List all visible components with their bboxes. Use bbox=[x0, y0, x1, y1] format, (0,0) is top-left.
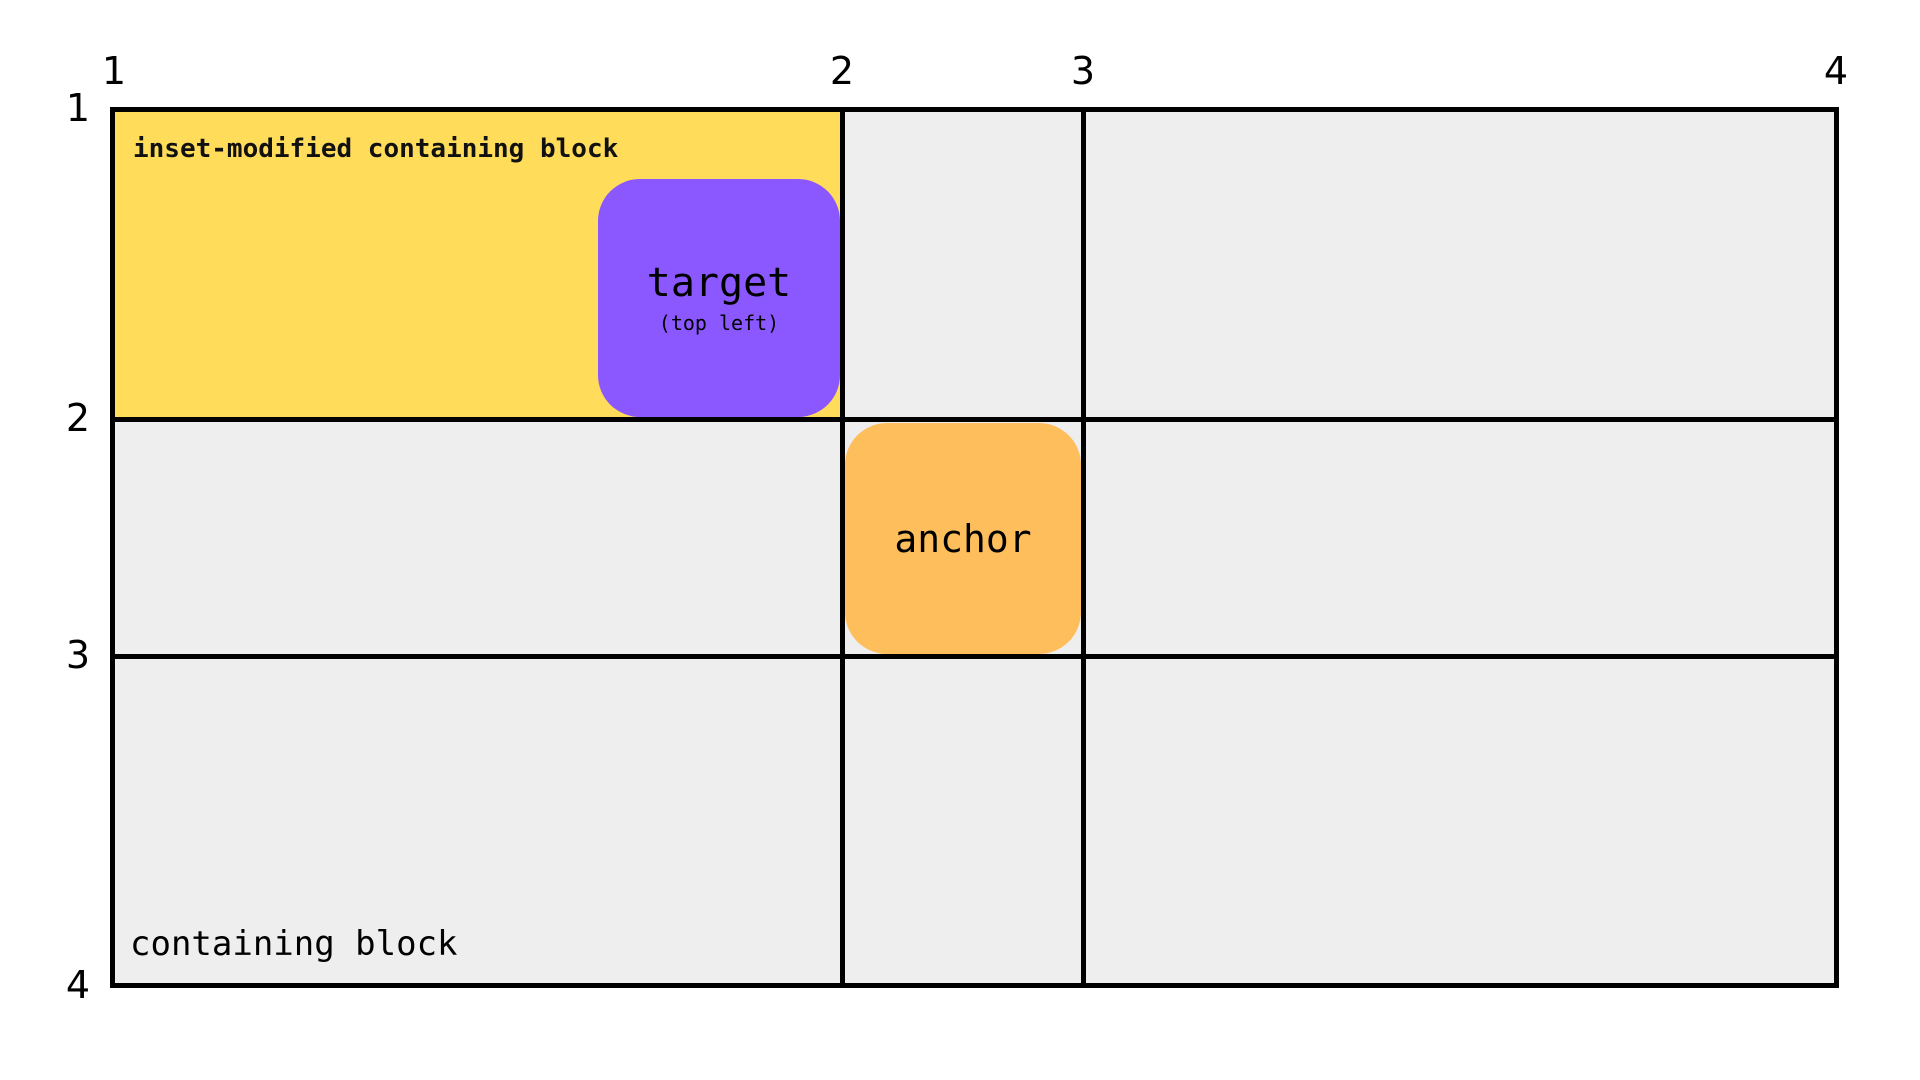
anchor-title: anchor bbox=[894, 516, 1032, 561]
row-line-number-2: 2 bbox=[65, 396, 91, 440]
column-line-number-2: 2 bbox=[829, 49, 855, 93]
grid-row-line-2 bbox=[110, 417, 1839, 422]
grid-row-line-1 bbox=[110, 107, 1839, 112]
grid-row-line-3 bbox=[110, 654, 1839, 659]
grid-column-line-2 bbox=[840, 107, 845, 988]
containing-block-label: containing block bbox=[130, 924, 458, 964]
target-subtitle: (top left) bbox=[658, 311, 780, 335]
grid-column-line-4 bbox=[1834, 107, 1839, 988]
target-title: target bbox=[646, 260, 792, 306]
grid-column-line-3 bbox=[1081, 107, 1086, 988]
anchor-box: anchor bbox=[845, 423, 1081, 654]
row-line-number-1: 1 bbox=[65, 86, 91, 130]
column-line-number-3: 3 bbox=[1070, 49, 1096, 93]
inset-modified-label: inset-modified containing block bbox=[133, 134, 619, 164]
row-line-number-4: 4 bbox=[65, 963, 91, 1007]
grid-row-line-4 bbox=[110, 983, 1839, 988]
grid-column-line-1 bbox=[110, 107, 115, 988]
column-line-number-1: 1 bbox=[101, 49, 127, 93]
column-line-number-4: 4 bbox=[1823, 49, 1849, 93]
row-line-number-3: 3 bbox=[65, 633, 91, 677]
target-box: target (top left) bbox=[598, 179, 840, 417]
